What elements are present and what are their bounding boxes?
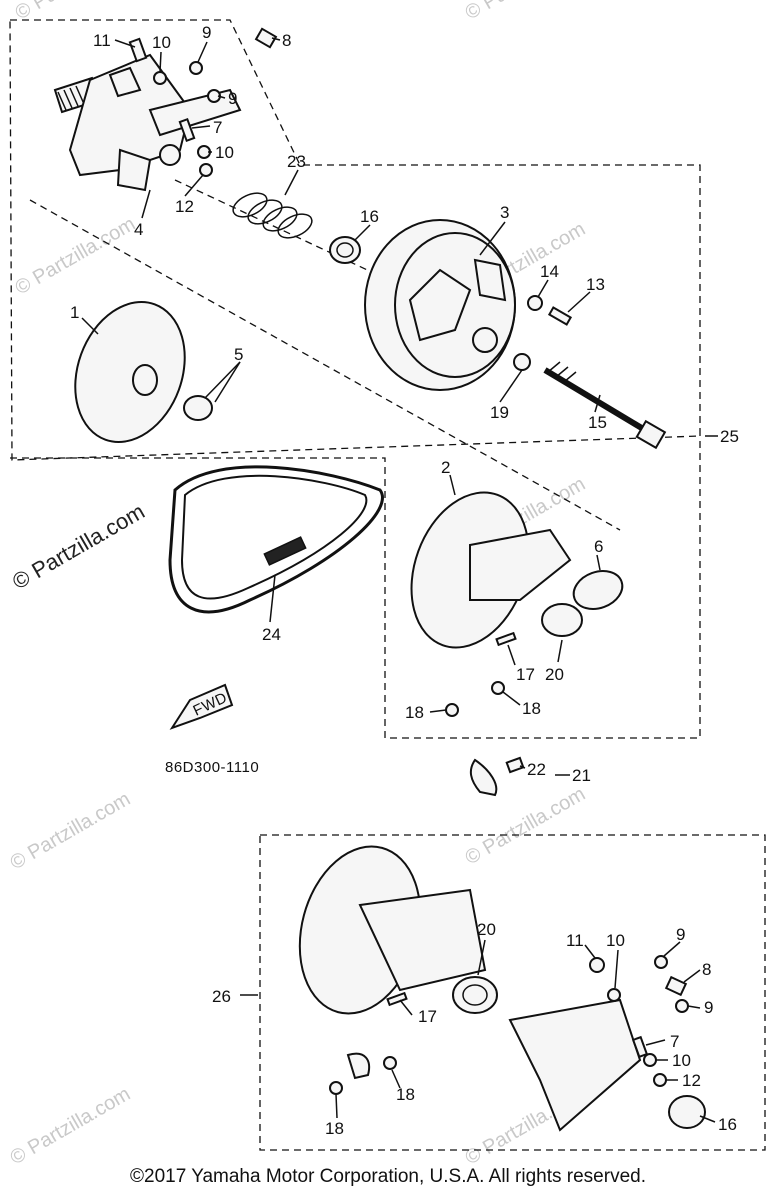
bolt-11: [128, 37, 148, 63]
axis-line: [29, 199, 621, 531]
assembly-26-outline: [259, 834, 766, 1151]
drawing-code: 86D300-1110: [165, 759, 259, 776]
callout-9: 9: [202, 23, 211, 42]
callout-5: 5: [234, 345, 243, 364]
callout-20: 20: [545, 665, 564, 684]
bushing-5: [183, 395, 213, 421]
callout-1: 1: [70, 303, 79, 322]
callout-21: 21: [572, 766, 591, 785]
callout-14: 14: [540, 262, 559, 281]
washer-14: [527, 295, 543, 311]
callout-18: 18: [405, 703, 424, 722]
callout-20: 20: [477, 920, 496, 939]
fixed-sheave-1: [74, 301, 186, 443]
callout-7: 7: [213, 118, 222, 137]
callout-9: 9: [704, 998, 713, 1017]
callout-2: 2: [441, 458, 450, 477]
pin-8: [254, 27, 278, 49]
callout-17: 17: [418, 1007, 437, 1026]
spring: [232, 192, 313, 239]
nut-12: [199, 163, 213, 177]
leader-lines: [81, 37, 718, 1123]
callout-16: 16: [360, 207, 379, 226]
callout-12: 12: [682, 1071, 701, 1090]
callout-23: 23: [287, 152, 306, 171]
callout-17: 17: [516, 665, 535, 684]
fwd-arrow-icon: FWD: [169, 683, 234, 730]
axis-line: [174, 179, 471, 319]
callout-26: 26: [212, 987, 231, 1006]
callout-10: 10: [606, 931, 625, 950]
nut-18a: [491, 681, 505, 695]
callout-12: 12: [175, 197, 194, 216]
pin-7: [178, 117, 196, 143]
callout-10: 10: [215, 143, 234, 162]
callout-15: 15: [588, 413, 607, 432]
watermark: © Partzilla.com: [462, 783, 590, 869]
callout-18: 18: [325, 1119, 344, 1138]
bushing-16: [329, 236, 361, 264]
callout-19: 19: [490, 403, 509, 422]
watermark: © Partzilla.com: [7, 788, 135, 874]
assembly-25-outline: [9, 19, 701, 461]
callout-22: 22: [527, 760, 546, 779]
callout-18: 18: [522, 699, 541, 718]
assembly-21-outline: [10, 435, 701, 739]
nut-18b: [445, 703, 459, 717]
watermark-prominent: © Partzilla.com: [8, 499, 149, 595]
bolt-15: [543, 361, 667, 450]
callout-10: 10: [152, 33, 171, 52]
callout-13: 13: [586, 275, 605, 294]
watermark: © Partzilla.com: [462, 0, 590, 24]
callout-11: 11: [566, 931, 584, 950]
bolt-13: [547, 306, 573, 326]
cam-21: [469, 756, 525, 797]
callout-24: 24: [262, 625, 281, 644]
callout-11: 11: [93, 31, 111, 50]
assembly-outlines: [9, 19, 766, 1151]
callout-8: 8: [702, 960, 711, 979]
copyright-notice: ©2017 Yamaha Motor Corporation, U.S.A. A…: [130, 1166, 646, 1187]
drive-belt-24: [168, 465, 384, 614]
callout-10: 10: [672, 1051, 691, 1070]
callout-9: 9: [228, 89, 237, 108]
callout-8: 8: [282, 31, 291, 50]
callout-labels: 11 10 9 8 9 7 10 23 12 4 16 3 14 13 1 5 …: [70, 23, 739, 1138]
callout-9: 9: [676, 925, 685, 944]
callout-7: 7: [670, 1032, 679, 1051]
secondary-assembly-26: [298, 845, 706, 1132]
callout-3: 3: [500, 203, 509, 222]
watermark: © Partzilla.com: [12, 0, 140, 24]
callout-18: 18: [396, 1085, 415, 1104]
roller-9: [189, 61, 203, 75]
washer-19: [513, 353, 531, 371]
callout-16: 16: [718, 1115, 737, 1134]
callout-25: 25: [720, 427, 739, 446]
secondary-sheave-2: [410, 491, 624, 649]
watermark: © Partzilla.com: [7, 1083, 135, 1169]
movable-sheave-3: [364, 219, 516, 391]
washer-10: [153, 71, 167, 85]
callout-6: 6: [594, 537, 603, 556]
callout-4: 4: [134, 220, 143, 239]
